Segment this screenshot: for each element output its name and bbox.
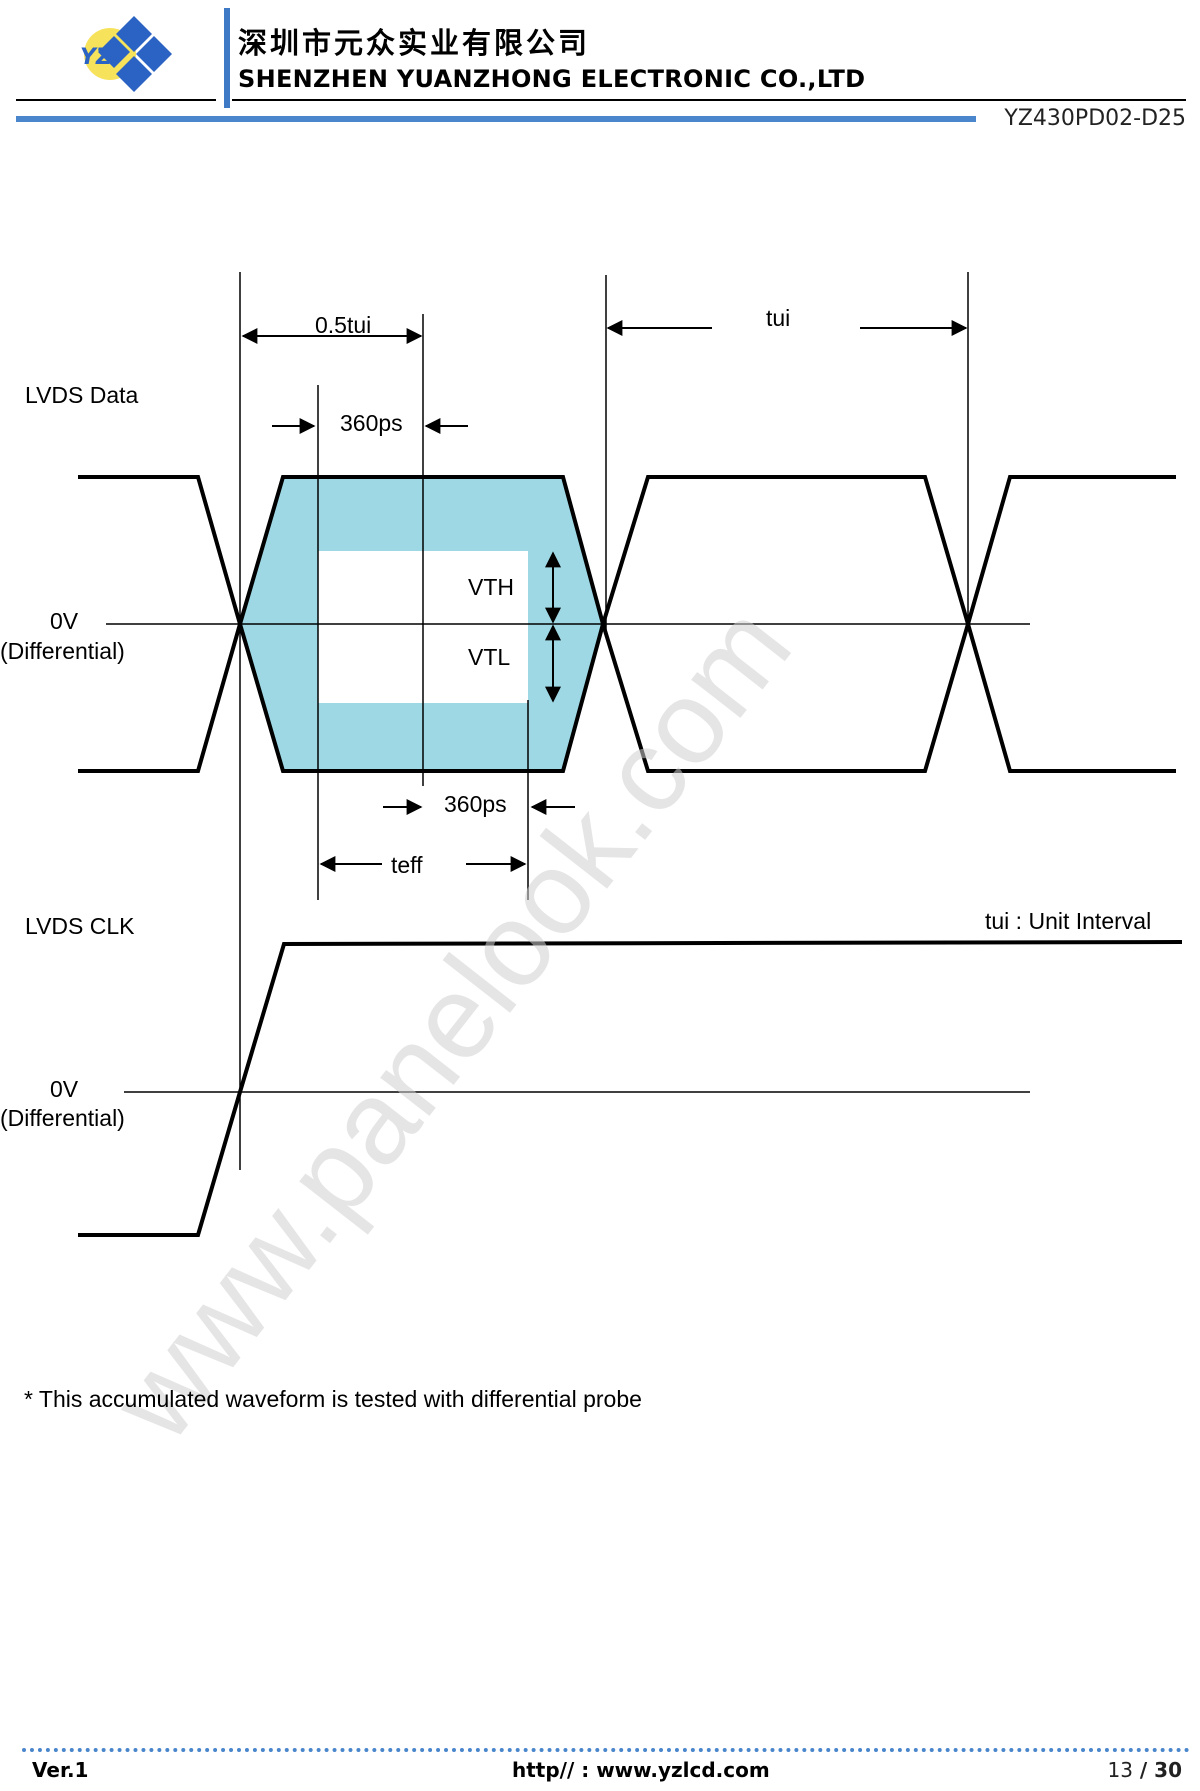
- label-lvds-data: LVDS Data: [25, 382, 139, 408]
- label-tui: tui: [766, 305, 790, 331]
- label-vtl: VTL: [468, 644, 510, 670]
- company-logo: YZ: [80, 16, 172, 92]
- label-data-zero-v: 0V: [50, 608, 79, 634]
- company-name-en: SHENZHEN YUANZHONG ELECTRONIC CO.,LTD: [238, 65, 866, 93]
- data-waveform-upper: [78, 475, 1176, 632]
- document-number: YZ430PD02-D25: [1004, 106, 1186, 131]
- page-separator: /: [1132, 1758, 1155, 1782]
- footer-page-number: 13 / 30: [1107, 1758, 1182, 1782]
- label-data-differential: (Differential): [0, 638, 125, 664]
- page-total: 30: [1154, 1758, 1182, 1782]
- page-current: 13: [1107, 1758, 1133, 1782]
- clk-waveform: [78, 940, 1183, 1237]
- company-name-cn: 深圳市元众实业有限公司: [238, 26, 591, 60]
- footer-dotted-rule: [22, 1748, 1190, 1752]
- header-divider-bar: [224, 8, 230, 108]
- header-blue-rule: [16, 116, 976, 122]
- label-vth: VTH: [468, 574, 514, 600]
- data-waveform-lower: [78, 616, 1176, 773]
- logo-text: YZ: [80, 45, 113, 70]
- label-unit-interval: tui : Unit Interval: [985, 908, 1151, 934]
- footer-version: Ver.1: [32, 1758, 89, 1782]
- footnote: * This accumulated waveform is tested wi…: [24, 1386, 642, 1412]
- label-clk-differential: (Differential): [0, 1105, 125, 1131]
- label-ps-top: 360ps: [340, 410, 403, 436]
- label-ps-bottom: 360ps: [444, 791, 507, 817]
- label-teff: teff: [391, 852, 423, 878]
- footer-url[interactable]: http// : www.yzlcd.com: [512, 1758, 770, 1782]
- header-rule-right: [232, 99, 1186, 101]
- label-lvds-clk: LVDS CLK: [25, 913, 135, 939]
- label-clk-zero-v: 0V: [50, 1076, 79, 1102]
- label-half-tui: 0.5tui: [315, 312, 371, 338]
- header-rule-left: [16, 99, 216, 101]
